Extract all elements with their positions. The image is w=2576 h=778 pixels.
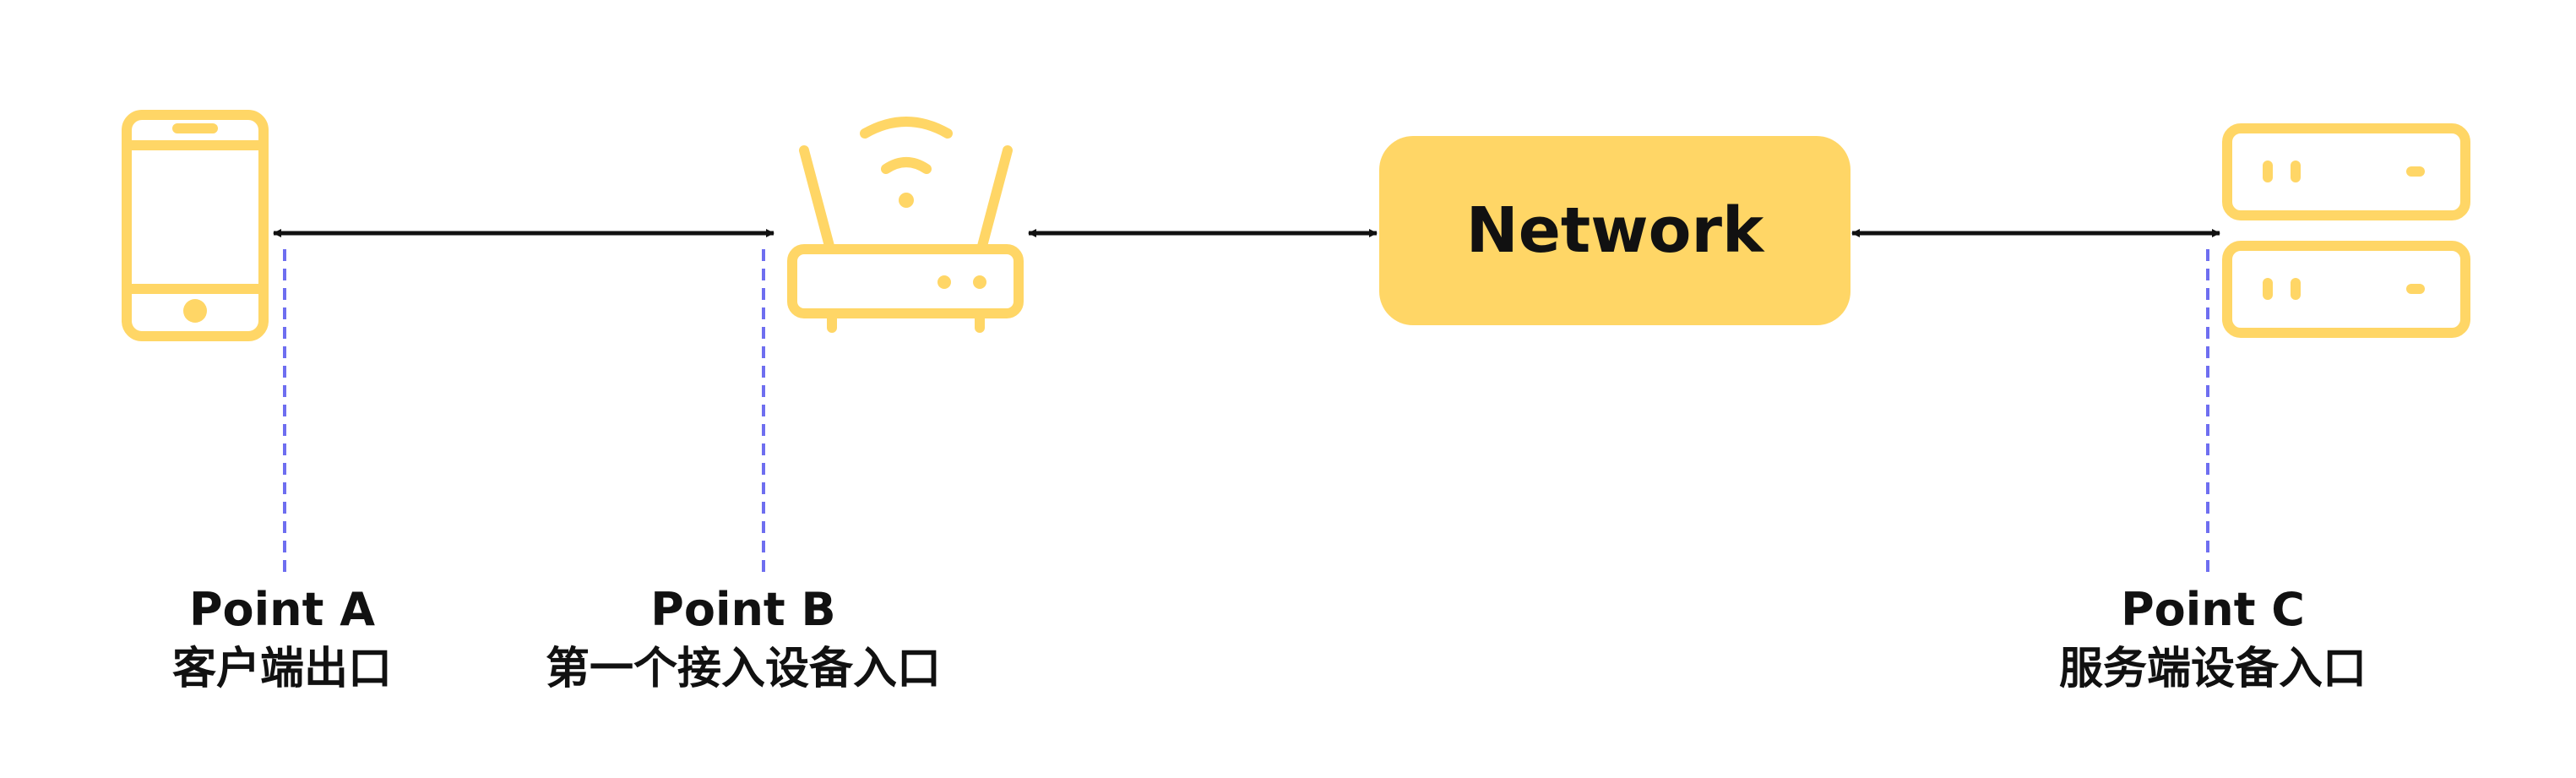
network-node: Network: [1379, 136, 1850, 325]
point-c-subtitle: 服务端设备入口: [2059, 644, 2367, 694]
wifi-router-icon: [787, 117, 1024, 333]
point-a-subtitle: 客户端出口: [172, 644, 392, 694]
network-label: Network: [1466, 194, 1765, 267]
point-b-subtitle: 第一个接入设备入口: [546, 644, 941, 694]
point-a-label: Point A 客户端出口: [172, 583, 392, 694]
point-c-label: Point C 服务端设备入口: [2059, 583, 2367, 694]
server-icon: [2222, 123, 2470, 338]
phone-icon: [122, 110, 269, 341]
network-box: [1379, 136, 1850, 325]
point-c-title: Point C: [2121, 583, 2305, 636]
point-a-title: Point A: [189, 583, 375, 636]
point-b-title: Point B: [650, 583, 835, 636]
point-b-label: Point B 第一个接入设备入口: [546, 583, 941, 694]
